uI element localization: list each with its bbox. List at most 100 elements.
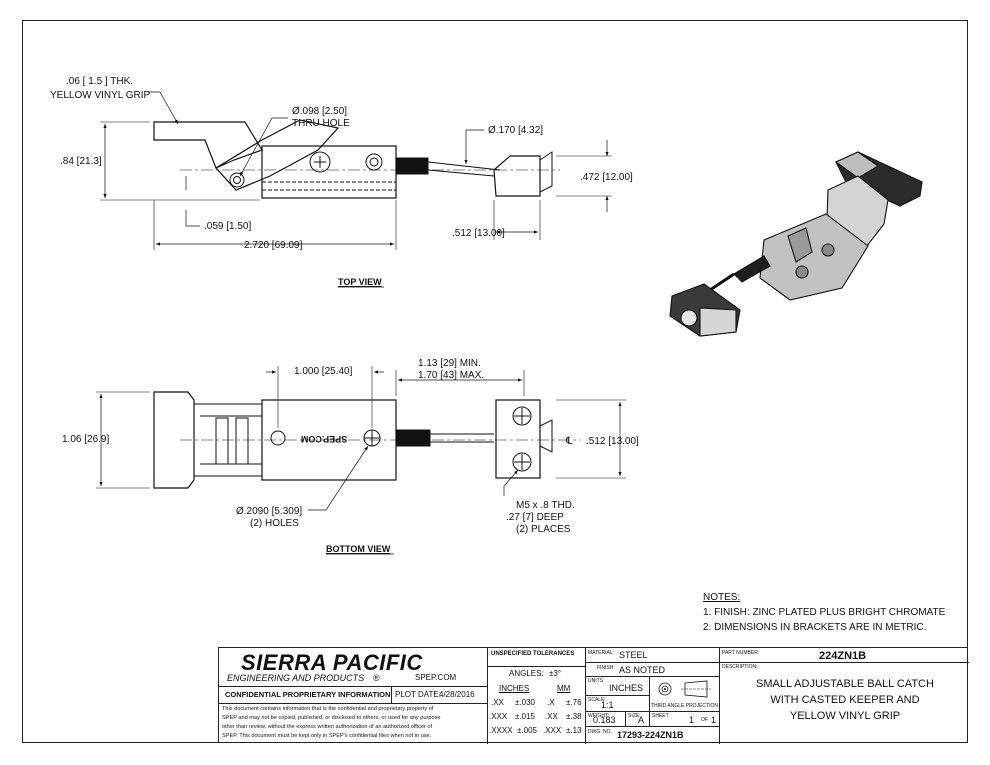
company-tagline: ENGINEERING AND PRODUCTS <box>227 673 365 683</box>
weight-label: WEIGHT: <box>588 713 609 719</box>
tol-row-1-mm-fmt: .X <box>547 698 555 707</box>
tol-row-2-tol: ±.015 <box>515 712 535 721</box>
third-angle-projection-icon <box>658 680 711 698</box>
top-view-screw <box>309 151 331 173</box>
dwg-no: 17293-224ZN1B <box>617 730 684 740</box>
dim-offset: .059 [1.50] <box>204 221 251 232</box>
notes: NOTES: 1. FINISH: ZINC PLATED PLUS BRIGH… <box>703 590 945 635</box>
angles-label: ANGLES: <box>509 669 544 678</box>
top-view-nut <box>365 153 383 171</box>
finish-label: FINISH: <box>597 665 615 671</box>
description-line-3: YELLOW VINYL GRIP <box>789 710 901 722</box>
description-line-2: WITH CASTED KEEPER AND <box>770 694 920 706</box>
tol-row-2-mm-tol: ±.38 <box>566 712 582 721</box>
isometric-view <box>669 151 923 337</box>
holes-note-1: Ø.2090 [5.309] <box>236 506 302 517</box>
part-number-label: PART NUMBER: <box>722 650 760 656</box>
top-view-grip <box>153 121 263 169</box>
dim-min: 1.13 [29] MIN. <box>418 358 481 369</box>
keeper-thread-hole-top <box>512 406 532 426</box>
dim-hole-spacing: 1.000 [25.40] <box>294 366 353 377</box>
weight-value: 0.183 <box>593 715 616 725</box>
size-value: A <box>638 715 645 725</box>
bottom-view-thread <box>395 429 431 447</box>
tol-row-2-fmt: .XXX <box>489 712 508 721</box>
tol-row-3-mm-tol: ±.13 <box>566 726 582 735</box>
material-label: MATERIAL: <box>588 650 615 656</box>
hole-note-1: Ø.098 [2.50] <box>292 106 347 117</box>
size-label: SIZE: <box>628 713 641 719</box>
thread-note-3: (2) PLACES <box>516 524 571 535</box>
keeper-thread-hole-bottom <box>512 452 532 472</box>
of-label: OF <box>701 717 708 723</box>
thread-note-2: .27 [7] DEEP <box>506 512 564 523</box>
disclaimer-line-3: other than review, without the express w… <box>222 724 433 730</box>
part-number: 224ZN1B <box>819 650 867 662</box>
scale-label: SCALE: <box>588 697 606 703</box>
tol-row-1-tol: ±.030 <box>515 698 535 707</box>
holes-note-2: (2) HOLES <box>250 518 299 529</box>
centerline-symbol: ℄ <box>565 436 573 447</box>
note-item-1: 1. FINISH: ZINC PLATED PLUS BRIGHT CHROM… <box>703 607 946 618</box>
disclaimer-line-4: SPEP. This document must be kept only in… <box>222 733 432 739</box>
company-name: SIERRA PACIFIC <box>241 650 423 675</box>
dwg-no-label: DWG. NO. <box>588 729 612 735</box>
grip-note-2: YELLOW VINYL GRIP <box>50 90 151 101</box>
description-line-1: SMALL ADJUSTABLE BALL CATCH <box>756 678 934 690</box>
description-label: DESCRIPTION: <box>722 664 758 670</box>
top-view-pivot-hole <box>229 172 245 188</box>
dim-width: 1.06 [26.9] <box>62 434 109 445</box>
tol-row-1-fmt: .XX <box>491 698 504 707</box>
top-view-keeper <box>493 155 541 197</box>
notes-heading: NOTES: <box>703 592 741 603</box>
tol-row-3-mm-fmt: .XXX <box>543 726 562 735</box>
hole-note-2: THRU HOLE <box>292 118 350 129</box>
note-item-2: 2. DIMENSIONS IN BRACKETS ARE IN METRIC. <box>703 622 927 633</box>
mm-header: MM <box>557 684 571 693</box>
dim-height: .84 [21.3] <box>60 156 102 167</box>
dim-length: 2.720 [69.09] <box>244 240 303 251</box>
grip-note-1: .06 [ 1.5 ] THK. <box>66 76 133 87</box>
top-view-thread <box>395 157 429 175</box>
top-view-lever <box>215 119 340 191</box>
description: SMALL ADJUSTABLE BALL CATCH WITH CASTED … <box>725 676 965 724</box>
angles-value: ±3° <box>549 669 562 678</box>
bottom-view-title: BOTTOM VIEW <box>326 544 391 554</box>
plot-date-label: PLOT DATE: <box>395 690 441 699</box>
tol-row-3-tol: ±.005 <box>517 726 537 735</box>
bottom-view <box>96 366 626 511</box>
bottom-view-keeper <box>495 399 541 479</box>
disclaimer-line-2: SPEP and may not be copied, published, o… <box>222 715 441 721</box>
bottom-view-grip <box>153 391 195 489</box>
confidential-label: CONFIDENTIAL PROPRIETARY INFORMATION <box>225 690 391 699</box>
dim-keeper-height: .472 [12.00] <box>580 172 633 183</box>
thread-note-1: M5 x .8 THD. <box>516 500 575 511</box>
company-website: SPEP.COM <box>415 673 457 682</box>
tol-row-1-mm-tol: ±.76 <box>566 698 582 707</box>
disclaimer-line-1: This document contains information that … <box>222 706 434 712</box>
finish-value: AS NOTED <box>619 665 666 675</box>
engraving-text: SPEP.COM <box>301 434 347 444</box>
dim-max: 1.70 [43] MAX. <box>418 370 484 381</box>
dim-rod: Ø.170 [4.32] <box>488 125 543 136</box>
bottom-view-hole-left <box>270 430 286 446</box>
dim-keeper: .512 [13.00] <box>586 436 639 447</box>
sheet-total: 1 <box>711 715 717 725</box>
tol-row-2-mm-fmt: .XX <box>545 712 558 721</box>
plot-date: 4/28/2016 <box>439 690 475 699</box>
dim-keeper-width: .512 [13.00] <box>452 228 505 239</box>
tol-row-3-fmt: .XXXX <box>489 726 513 735</box>
top-view-title: TOP VIEW <box>338 277 382 287</box>
material-value: STEEL <box>619 650 648 660</box>
units-label: UNITS: <box>588 678 605 684</box>
tolerances-label: UNSPECIFIED TOLERANCES <box>491 651 575 657</box>
sheet-label: SHEET <box>652 713 669 719</box>
inches-header: INCHES <box>499 684 530 693</box>
sheet-value: 1 <box>689 715 695 725</box>
top-view <box>100 91 612 250</box>
scale-value: 1:1 <box>601 700 614 710</box>
units-value: INCHES <box>609 683 644 693</box>
title-block: SIERRA PACIFIC ENGINEERING AND PRODUCTS … <box>218 647 969 744</box>
disclaimer: This document contains information that … <box>222 705 441 741</box>
